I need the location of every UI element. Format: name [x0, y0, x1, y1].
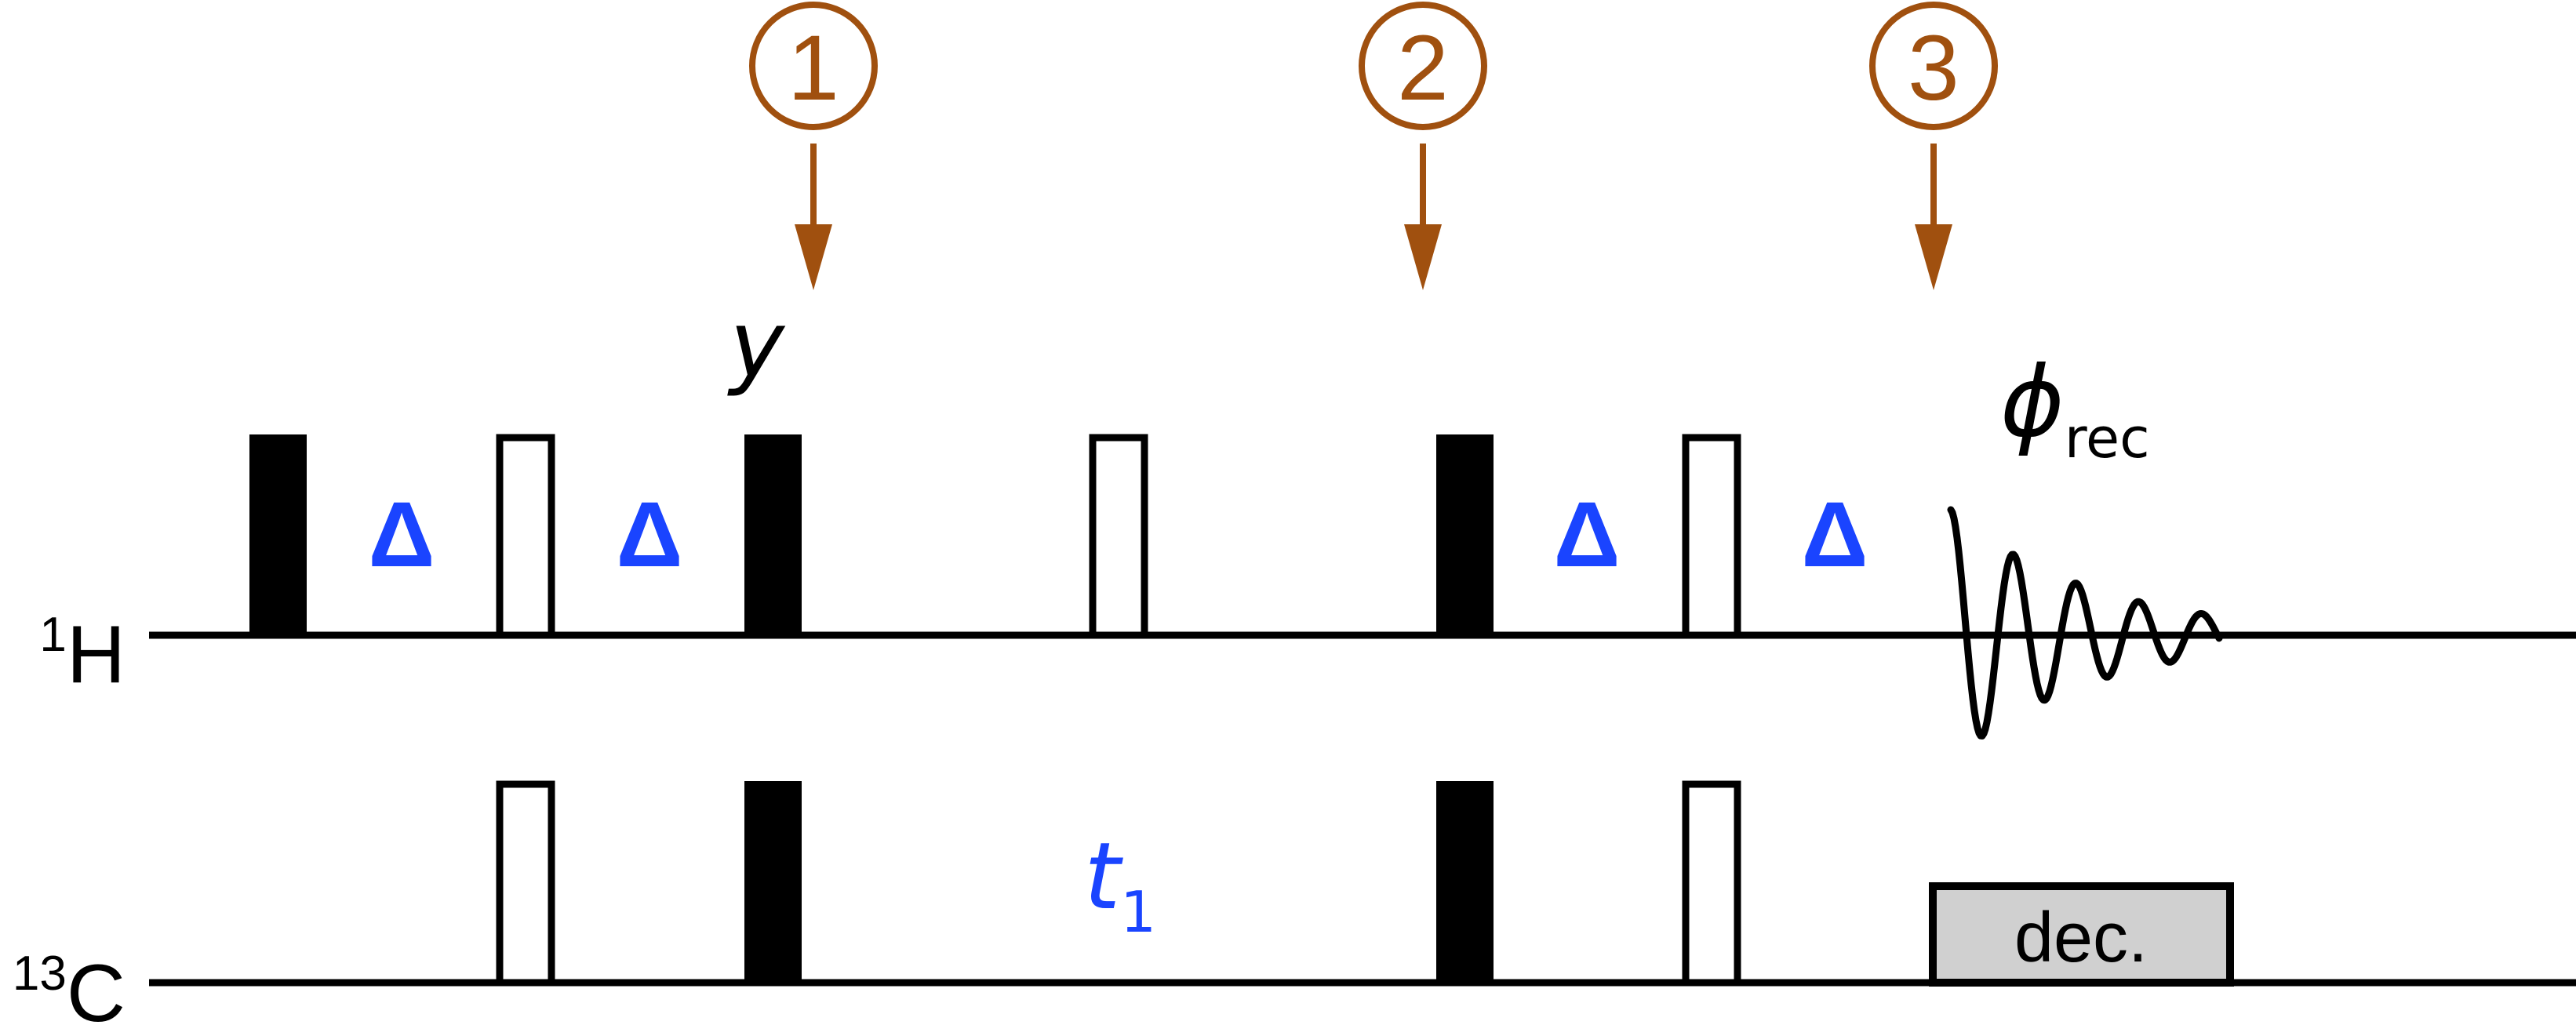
carbon-mass-number: 13 — [13, 947, 67, 1001]
receiver-phase-subscript: rec — [2065, 406, 2150, 471]
delay-label-1: Δ — [369, 483, 435, 587]
proton-180-pulse-2 — [1682, 434, 1741, 639]
marker-3-number: 3 — [1908, 16, 1959, 120]
proton-element: H — [67, 609, 126, 700]
marker-1-number: 1 — [788, 16, 839, 120]
decoupling-label: dec. — [2014, 899, 2148, 977]
delay-label-3: Δ — [1554, 483, 1621, 587]
evolution-subscript: 1 — [1120, 879, 1156, 945]
marker-3-circle — [1869, 2, 1998, 130]
carbon-180-pulse-2 — [1682, 780, 1741, 987]
receiver-phase-label: ϕrec — [2000, 346, 2150, 471]
evolution-time-label: t1 — [1084, 822, 1156, 945]
phase-label: y — [727, 290, 786, 398]
carbon-element: C — [67, 948, 126, 1025]
marker-2: 2 — [1359, 2, 1487, 290]
carbon-90-pulse-2 — [1436, 781, 1494, 983]
proton-180-pulse-t1 — [1089, 434, 1148, 639]
delay-label-2: Δ — [617, 483, 683, 587]
marker-1-arrow-head — [795, 224, 832, 290]
decoupling-block — [1929, 882, 2234, 987]
marker-2-number: 2 — [1397, 16, 1449, 120]
proton-180-pulse-1 — [496, 434, 555, 639]
fid-signal — [1947, 506, 2223, 740]
marker-3-arrow-head — [1915, 224, 1952, 290]
marker-1-circle — [749, 2, 878, 130]
carbon-channel-label: 13C — [13, 947, 126, 1025]
proton-90-pulse-2 — [1436, 434, 1494, 635]
evolution-symbol: t — [1084, 822, 1123, 930]
carbon-90-pulse-1 — [744, 781, 802, 983]
carbon-180-pulse-1 — [496, 780, 555, 987]
proton-channel-label: 1H — [39, 608, 126, 700]
receiver-phase-symbol: ϕ — [2000, 346, 2065, 459]
delay-label-4: Δ — [1802, 483, 1868, 587]
proton-90-pulse-y — [744, 434, 802, 635]
marker-2-arrow-head — [1404, 224, 1442, 290]
proton-90-pulse-1 — [249, 434, 307, 635]
marker-2-circle — [1359, 2, 1487, 130]
marker-1: 1 — [749, 2, 878, 290]
marker-3: 3 — [1869, 2, 1998, 290]
proton-mass-number: 1 — [39, 608, 66, 662]
